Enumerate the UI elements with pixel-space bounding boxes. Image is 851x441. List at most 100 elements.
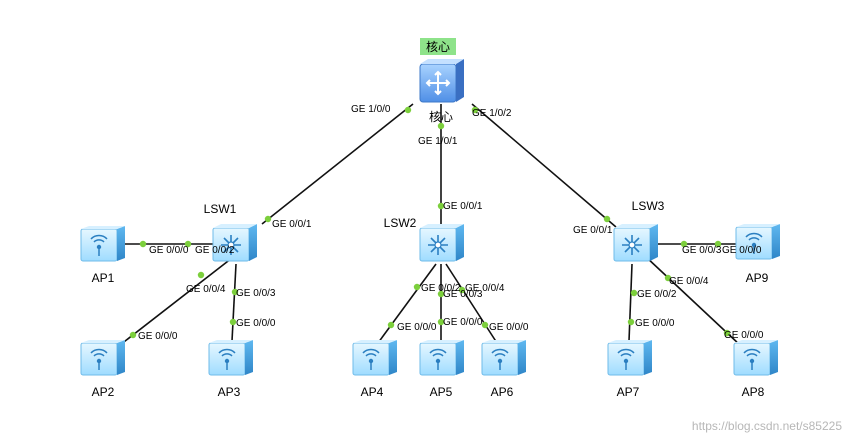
core-switch[interactable]: 核心 核心 xyxy=(419,38,465,124)
switch-label-lsw1: LSW1 xyxy=(204,202,237,216)
port-label: GE 1/0/2 xyxy=(472,108,512,119)
port-dot xyxy=(413,283,421,291)
link-lsw1-ap2 xyxy=(119,257,233,346)
ap-label-ap2: AP2 xyxy=(92,385,115,399)
port-label: GE 0/0/3 xyxy=(682,245,722,256)
access-point-icon xyxy=(481,339,527,376)
link-lsw3-ap7 xyxy=(628,263,633,342)
port-labels-layer: GE 1/0/0 GE 1/0/1 GE 1/0/2 GE 0/0/1 GE 0… xyxy=(138,104,764,342)
access-point-icon xyxy=(419,339,465,376)
switch-lsw2[interactable]: LSW2 xyxy=(384,216,465,262)
port-label: GE 0/0/4 xyxy=(465,283,505,294)
port-label: GE 1/0/1 xyxy=(418,136,458,147)
port-dot xyxy=(723,329,731,337)
ap-label-ap6: AP6 xyxy=(491,385,514,399)
port-dot xyxy=(471,106,479,114)
ap-label-ap9: AP9 xyxy=(746,271,769,285)
ap-label-ap5: AP5 xyxy=(430,385,453,399)
port-dot xyxy=(630,289,638,297)
access-point-icon xyxy=(733,339,779,376)
ap-ap4[interactable]: AP4 xyxy=(352,339,398,399)
port-label: GE 0/0/3 xyxy=(443,289,483,300)
port-label: GE 0/0/0 xyxy=(724,330,764,341)
ap-ap8[interactable]: AP8 xyxy=(733,339,779,399)
ap-label-ap3: AP3 xyxy=(218,385,241,399)
port-dot xyxy=(387,321,395,329)
core-title: 核心 xyxy=(426,40,450,54)
port-dot xyxy=(139,240,147,248)
port-dot xyxy=(627,318,635,326)
port-dot xyxy=(664,274,672,282)
port-label: GE 0/0/0 xyxy=(443,317,483,328)
link-core-lsw1 xyxy=(261,103,414,225)
ap-label-ap1: AP1 xyxy=(92,271,115,285)
port-dot xyxy=(264,215,272,223)
ap-label-ap4: AP4 xyxy=(361,385,384,399)
port-dot xyxy=(481,321,489,329)
port-label: GE 0/0/3 xyxy=(236,288,276,299)
port-label: GE 0/0/0 xyxy=(397,322,437,333)
switch-label-lsw3: LSW3 xyxy=(632,199,665,213)
port-label: GE 0/0/0 xyxy=(138,331,178,342)
access-point-icon xyxy=(208,339,254,376)
ap-ap6[interactable]: AP6 xyxy=(481,339,527,399)
port-label: GE 0/0/0 xyxy=(236,318,276,329)
port-label: GE 0/0/0 xyxy=(635,318,675,329)
core-label: 核心 xyxy=(429,110,453,124)
ap-label-ap8: AP8 xyxy=(742,385,765,399)
port-label: GE 0/0/1 xyxy=(443,201,483,212)
port-dot xyxy=(197,271,205,279)
switch-icon xyxy=(613,223,659,262)
ap-label-ap7: AP7 xyxy=(617,385,640,399)
ap-ap3[interactable]: AP3 xyxy=(208,339,254,399)
port-dots-layer xyxy=(129,106,731,339)
port-label: GE 0/0/1 xyxy=(573,225,613,236)
port-label: GE 0/0/2 xyxy=(195,245,235,256)
ap-ap7[interactable]: AP7 xyxy=(607,339,653,399)
ap-ap1[interactable]: AP1 xyxy=(80,225,126,285)
core-title-highlight xyxy=(420,38,456,55)
port-dot xyxy=(714,240,722,248)
switch-label-lsw2: LSW2 xyxy=(384,216,417,230)
ap-ap9[interactable]: AP9 xyxy=(735,223,781,285)
port-dot xyxy=(458,286,466,294)
link-lsw2-ap6 xyxy=(445,263,498,344)
port-label: GE 0/0/0 xyxy=(489,322,529,333)
port-label: GE 0/0/2 xyxy=(637,289,677,300)
access-point-icon xyxy=(607,339,653,376)
port-label: GE 0/0/4 xyxy=(186,284,226,295)
port-label: GE 0/0/4 xyxy=(669,276,709,287)
port-dot xyxy=(437,318,445,326)
ap-ap5[interactable]: AP5 xyxy=(419,339,465,399)
port-dot xyxy=(129,331,137,339)
port-dot xyxy=(437,202,445,210)
access-point-icon xyxy=(352,339,398,376)
access-point-icon xyxy=(80,339,126,376)
link-core-lsw3 xyxy=(471,103,617,228)
port-dot xyxy=(603,215,611,223)
port-dot xyxy=(404,106,412,114)
ap-ap2[interactable]: AP2 xyxy=(80,339,126,399)
port-dot xyxy=(680,240,688,248)
port-dot xyxy=(229,318,237,326)
port-label: GE 1/0/0 xyxy=(351,104,391,115)
port-dot xyxy=(231,288,239,296)
port-label: GE 0/0/0 xyxy=(722,245,762,256)
port-dot xyxy=(437,290,445,298)
link-lsw3-ap8 xyxy=(644,255,741,346)
link-lsw2-ap4 xyxy=(377,263,437,344)
switch-lsw3[interactable]: LSW3 xyxy=(613,199,665,262)
access-point-icon xyxy=(80,225,126,262)
watermark-text: https://blog.csdn.net/s85225 xyxy=(692,419,842,433)
switch-icon xyxy=(419,223,465,262)
switch-lsw1[interactable]: LSW1 xyxy=(204,202,258,262)
port-label: GE 0/0/1 xyxy=(272,219,312,230)
port-label: GE 0/0/0 xyxy=(149,245,189,256)
port-dot xyxy=(437,122,445,130)
links-layer xyxy=(119,103,741,346)
port-label: GE 0/0/2 xyxy=(421,283,461,294)
link-lsw1-ap3 xyxy=(231,263,237,342)
core-switch-icon xyxy=(419,58,465,103)
port-dot xyxy=(184,240,192,248)
